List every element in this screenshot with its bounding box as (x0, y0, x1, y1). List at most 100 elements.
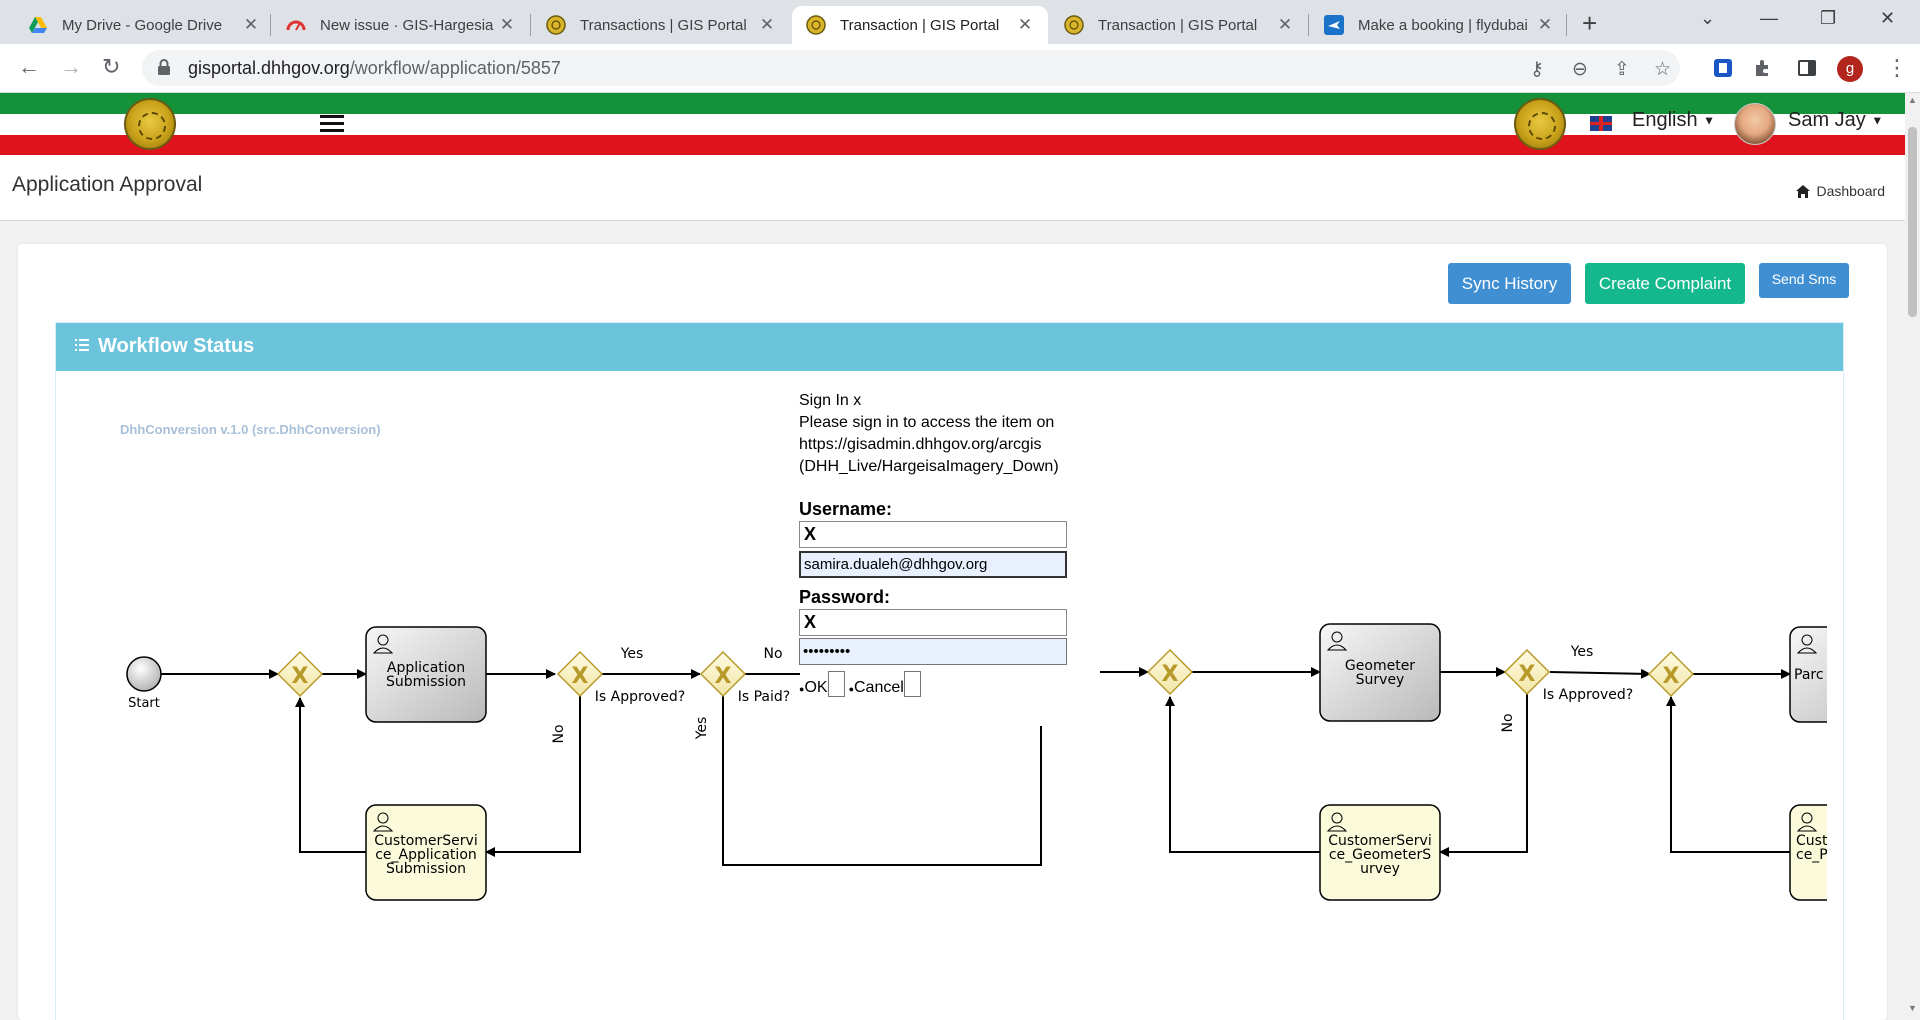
google-drive-icon (29, 17, 47, 33)
zoom-out-icon[interactable]: ⊖ (1572, 59, 1588, 80)
flag-stripe-white (0, 114, 1905, 135)
caret-down-icon: ▼ (1703, 113, 1716, 128)
tab-title: Transaction | GIS Portal (1098, 16, 1258, 34)
close-icon[interactable]: ✕ (243, 15, 259, 34)
profile-avatar[interactable]: g (1837, 56, 1863, 82)
workflow-status-header: Workflow Status (56, 323, 1843, 371)
process-definition-label: DhhConversion v.1.0 (src.DhhConversion) (120, 422, 381, 437)
password-clear-button[interactable]: X (799, 609, 1067, 636)
tab-separator (1566, 14, 1567, 36)
tab-google-drive[interactable]: My Drive - Google Drive ✕ (14, 6, 274, 44)
user-name-label: Sam Jay (1788, 109, 1866, 131)
tab-transaction[interactable]: Transaction | GIS Portal ✕ (1050, 6, 1308, 44)
close-icon[interactable]: ✕ (759, 15, 775, 34)
cancel-button[interactable] (903, 671, 921, 697)
close-icon[interactable]: ✕ (1277, 15, 1293, 34)
bookmark-star-icon[interactable]: ☆ (1654, 59, 1672, 80)
password-label: Password: (799, 587, 891, 607)
create-complaint-button[interactable]: Create Complaint (1585, 263, 1745, 304)
tab-title: New issue · GIS-Hargesia · (320, 16, 498, 34)
page-title: Application Approval (12, 173, 203, 196)
extension-shield-icon[interactable] (1712, 57, 1734, 79)
page-scrollbar[interactable]: ▲ ▼ (1905, 93, 1920, 1020)
forward-arrow-icon[interactable]: → (60, 54, 82, 79)
tab-title: My Drive - Google Drive (62, 16, 223, 34)
site-logo[interactable] (124, 98, 176, 150)
tab-transaction-active[interactable]: Transaction | GIS Portal ✕ (792, 6, 1048, 44)
tab-title: Transaction | GIS Portal (840, 16, 1000, 34)
emblem-icon (1064, 15, 1084, 35)
tab-title: Transactions | GIS Portal (580, 16, 747, 34)
emblem-logo (1514, 98, 1566, 150)
address-bar[interactable]: gisportal.dhhgov.org/workflow/applicatio… (142, 50, 1680, 86)
user-avatar[interactable] (1734, 103, 1776, 145)
url-path: /workflow/application/5857 (349, 58, 561, 78)
caret-down-icon: ▼ (1871, 113, 1884, 128)
tab-transactions[interactable]: Transactions | GIS Portal ✕ (532, 6, 790, 44)
kebab-menu-icon[interactable]: ⋮ (1886, 55, 1908, 80)
close-window-icon[interactable]: ✕ (1880, 8, 1896, 28)
flag-stripe-green (0, 93, 1905, 114)
home-icon (1795, 184, 1810, 198)
scroll-up-arrow-icon[interactable]: ▲ (1908, 95, 1917, 105)
site-header: English ▼ Sam Jay ▼ (0, 93, 1905, 155)
tab-separator (530, 14, 531, 36)
signin-title[interactable]: Sign In x (799, 392, 862, 409)
language-label: English (1632, 109, 1698, 131)
flag-stripe-red (0, 135, 1905, 155)
tab-search-chevron-icon[interactable]: ⌄ (1700, 8, 1716, 28)
plane-icon (1324, 15, 1344, 35)
lock-icon[interactable] (157, 59, 171, 75)
close-icon[interactable]: ✕ (1537, 15, 1553, 34)
page-title-bar: Application Approval Dashboard (0, 155, 1905, 221)
password-input[interactable] (799, 638, 1067, 665)
cancel-label: Cancel (854, 679, 904, 696)
workflow-status-panel: Workflow Status (55, 322, 1844, 1020)
ok-label: OK (804, 679, 828, 696)
share-icon[interactable]: ⇪ (1614, 59, 1630, 80)
username-input[interactable] (799, 551, 1067, 578)
uk-flag-icon (1590, 116, 1612, 131)
signin-server-url: https://gisadmin.dhhgov.org/arcgis (799, 436, 1042, 453)
signin-service-name: (DHH_Live/HargeisaImagery_Down) (799, 458, 1059, 475)
side-panel-icon[interactable] (1796, 57, 1818, 79)
breadcrumb[interactable]: Dashboard (1795, 183, 1886, 199)
url-host: gisportal.dhhgov.org (188, 58, 350, 78)
workflow-status-title: Workflow Status (98, 335, 255, 357)
signin-dialog: Sign In x Please sign in to access the i… (799, 390, 1089, 697)
hamburger-menu-icon[interactable] (320, 115, 344, 133)
minimize-icon[interactable]: — (1760, 8, 1778, 28)
breadcrumb-dashboard[interactable]: Dashboard (1816, 183, 1886, 199)
back-arrow-icon[interactable]: ← (18, 54, 40, 79)
scroll-down-arrow-icon[interactable]: ▼ (1908, 1003, 1917, 1013)
tab-title: Make a booking | flydubai (1358, 16, 1528, 34)
gauge-icon (286, 20, 306, 31)
signin-message: Please sign in to access the item on (799, 414, 1055, 431)
key-icon[interactable]: ⚷ (1530, 59, 1544, 80)
emblem-icon (806, 15, 826, 35)
username-clear-button[interactable]: X (799, 521, 1067, 548)
ok-button[interactable] (827, 671, 845, 697)
puzzle-extensions-icon[interactable] (1752, 57, 1774, 79)
tab-new-issue[interactable]: New issue · GIS-Hargesia · ✕ (272, 6, 530, 44)
list-icon (75, 339, 89, 351)
scrollbar-thumb[interactable] (1908, 127, 1917, 317)
sync-history-button[interactable]: Sync History (1448, 263, 1571, 304)
user-menu[interactable]: Sam Jay ▼ (1788, 109, 1883, 132)
browser-toolbar: ← → ↻ gisportal.dhhgov.org/workflow/appl… (0, 44, 1920, 93)
signin-actions: ● OK ● Cancel (799, 671, 1089, 697)
tab-flydubai[interactable]: Make a booking | flydubai ✕ (1310, 6, 1568, 44)
tab-separator (270, 14, 271, 36)
cancel-bullet: ● (848, 684, 854, 694)
url-text[interactable]: gisportal.dhhgov.org/workflow/applicatio… (188, 58, 561, 79)
ok-bullet: ● (799, 684, 805, 694)
send-sms-button[interactable]: Send Sms (1759, 263, 1849, 298)
tab-separator (1308, 14, 1309, 36)
username-label: Username: (799, 499, 893, 519)
reload-icon[interactable]: ↻ (102, 54, 121, 79)
close-icon[interactable]: ✕ (499, 15, 515, 34)
restore-icon[interactable]: ❐ (1820, 8, 1837, 28)
new-tab-button[interactable]: + (1582, 8, 1598, 38)
close-icon[interactable]: ✕ (1017, 15, 1033, 34)
language-selector[interactable]: English ▼ (1632, 109, 1715, 132)
